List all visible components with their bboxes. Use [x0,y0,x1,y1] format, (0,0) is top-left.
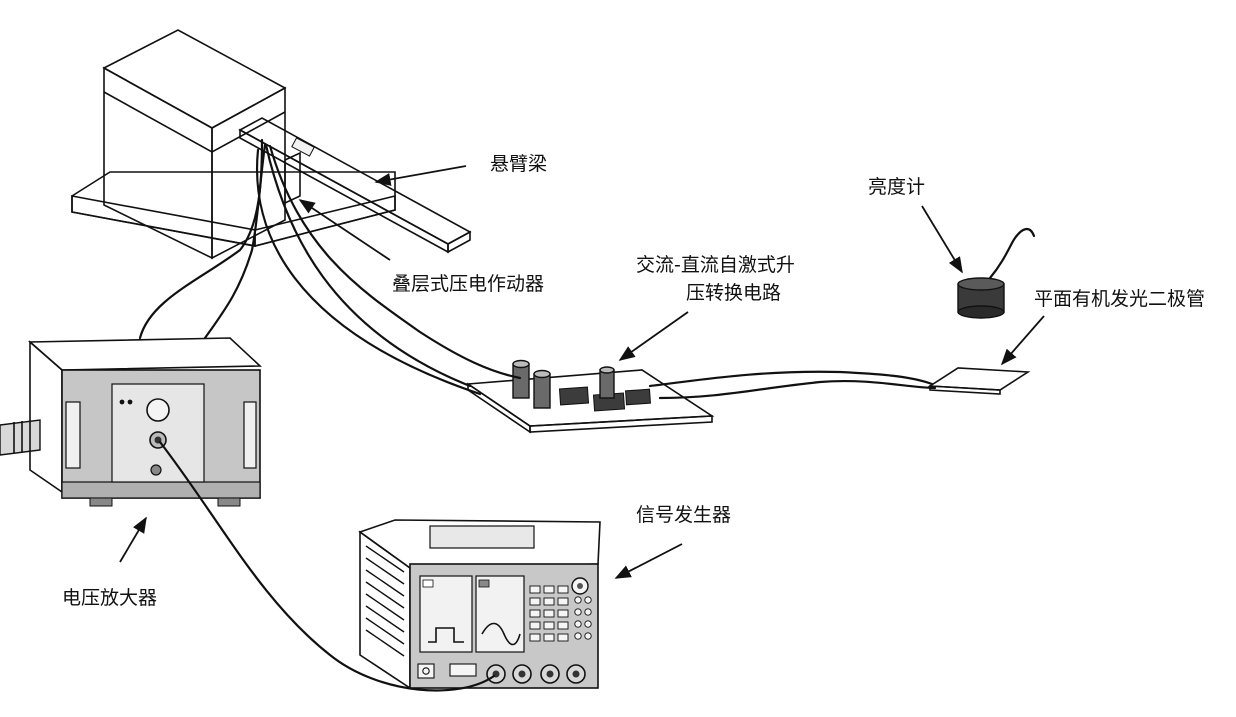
label-voltage-amplifier: 电压放大器 [62,587,157,609]
label-oled: 平面有机发光二极管 [1034,288,1205,310]
label-cantilever: 悬臂梁 [490,153,547,175]
cantilever-beam [238,117,472,254]
label-luminance-meter: 亮度计 [868,176,925,198]
fixture-block [71,29,396,260]
luminance-meter [957,228,1036,319]
label-stacked-actuator: 叠层式压电作动器 [392,273,544,295]
voltage-amplifier [0,337,262,507]
wiring [138,138,937,692]
label-converter-line2: 压转换电路 [686,282,781,304]
label-signal-generator: 信号发生器 [636,504,731,526]
label-converter-line1: 交流-直流自激式升 [636,254,795,276]
signal-generator [358,519,601,690]
label-pointers [119,165,1045,579]
planar-oled [927,367,1031,395]
converter-board [465,359,715,434]
